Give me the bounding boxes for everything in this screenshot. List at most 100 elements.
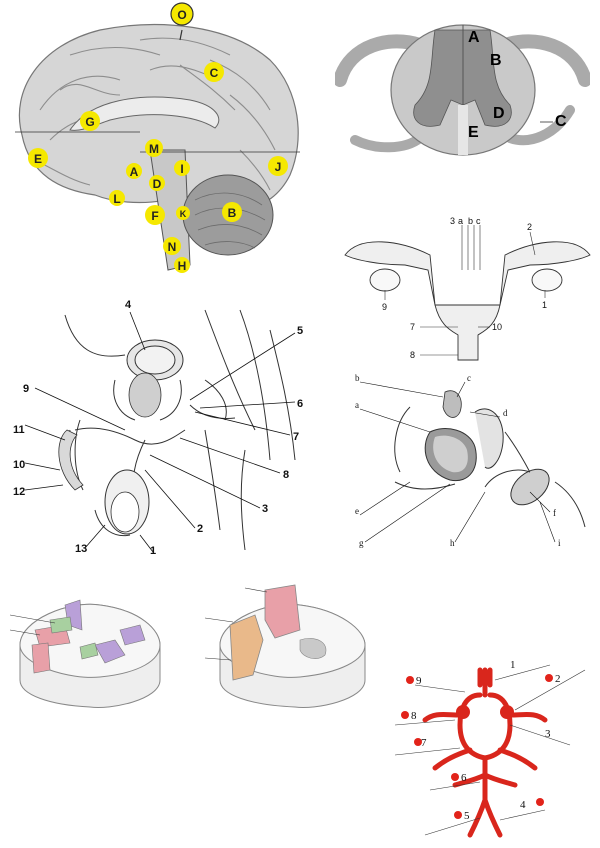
uterus-label-a: a [458,216,463,226]
male-label-4: 4 [125,299,132,311]
male-pelvis-figure: 4 5 9 6 11 7 8 10 12 3 2 13 1 [13,299,303,557]
female-pelvis-panel: b a c d e f g h i [355,372,595,552]
female-label-i: i [558,538,561,548]
spinal-cord-section-panel: A B D E C [333,10,592,170]
spinal-tracts-block-left-panel [9,585,170,710]
willis-label-7: 7 [421,737,427,749]
svg-text:D: D [153,177,162,191]
male-pelvis-outline [64,309,296,551]
uterus-figure: 3 a b c 2 9 1 7 10 8 [344,216,591,361]
uterus-label-3: 3 [450,216,455,226]
male-label-5: 5 [297,325,303,337]
female-label-e: e [355,506,359,516]
female-pelvis-leaders [359,381,556,543]
svg-text:C: C [210,66,219,80]
cord-label-C: C [555,113,567,130]
uterus-label-10: 10 [492,322,502,332]
brain-sagittal-figure: O C G E M A I D J L F K B N H [15,2,300,273]
male-label-2: 2 [197,523,203,535]
svg-text:N: N [168,240,177,254]
svg-text:I: I [180,162,183,176]
brain-label-H: H [174,257,190,273]
circle-of-willis-figure: 1 2 9 8 3 7 6 4 5 [394,659,586,838]
willis-label-9: 9 [416,675,422,687]
spinal-tracts-block-right [204,584,366,709]
svg-text:F: F [151,209,158,223]
male-label-12: 12 [13,486,25,498]
willis-label-4: 4 [520,799,526,811]
uterus-label-c: c [476,216,481,226]
cerebellum-folia [194,192,266,249]
svg-text:H: H [178,259,187,273]
uterus-label-7: 7 [410,322,415,332]
male-label-1: 1 [150,545,156,557]
spinal-tracts-block-left [9,599,161,709]
brain-label-E: E [28,148,48,168]
willis-label-2: 2 [555,673,561,685]
willis-leaders [394,664,586,836]
female-label-f: f [553,508,556,518]
female-label-d: d [503,408,508,418]
brain-label-C: C [204,62,224,82]
spinal-tracts-block-right-panel [204,580,375,710]
cord-label-E: E [468,124,479,141]
male-label-13: 13 [75,543,87,555]
female-label-c: c [467,373,471,383]
uterus-label-1: 1 [542,300,547,310]
uterus-leaders [384,225,546,356]
male-label-11: 11 [13,424,25,436]
female-label-h: h [450,538,455,548]
brain-label-O: O [170,2,194,26]
male-label-10: 10 [13,459,25,471]
svg-text:L: L [113,192,120,206]
uterus-label-b: b [468,216,473,226]
brain-label-K: K [176,206,190,220]
uterus-panel: 3 a b c 2 9 1 7 10 8 [340,210,595,370]
uterus-outline [344,241,591,361]
female-pelvis-figure: b a c d e f g h i [355,373,586,548]
female-label-g: g [359,538,364,548]
male-label-7: 7 [293,431,299,443]
male-label-8: 8 [283,469,289,481]
svg-text:B: B [228,206,237,220]
brain-label-L: L [109,190,125,206]
circle-of-willis-panel: 1 2 9 8 3 7 6 4 5 [385,650,595,840]
brain-label-A: A [126,163,142,179]
female-label-b: b [355,373,360,383]
svg-text:E: E [34,152,42,166]
willis-label-8: 8 [411,710,417,722]
female-label-a: a [355,400,359,410]
cord-label-A: A [468,29,480,46]
willis-label-3: 3 [545,728,551,740]
svg-text:O: O [177,8,186,22]
svg-text:M: M [149,142,159,156]
willis-label-6: 6 [461,772,467,784]
svg-text:G: G [85,115,94,129]
cord-label-D: D [493,105,505,122]
brain-label-F: F [145,205,165,225]
male-pelvis-panel: 4 5 9 6 11 7 8 10 12 3 2 13 1 [5,290,325,560]
uterus-label-9: 9 [382,302,387,312]
rectum-shape [510,468,550,506]
cord-label-B: B [490,52,502,69]
brain-label-G: G [80,111,100,131]
uterus-label-8: 8 [410,350,415,360]
male-pelvis-leaders [24,311,296,553]
svg-text:J: J [275,160,282,174]
cerebrum-shape [18,23,299,212]
willis-label-5: 5 [464,810,470,822]
penis-shape [58,429,84,491]
prostate-shape [128,372,162,418]
corpus-callosum-shape [69,96,220,131]
artery-network [422,667,548,838]
brain-label-I: I [174,160,190,176]
svg-text:A: A [130,165,139,179]
uterus-label-2: 2 [527,222,532,232]
spinal-cord-section-figure: A B D E C [333,24,592,156]
willis-pins [401,674,553,819]
svg-text:K: K [180,209,187,219]
brain-label-D: D [149,175,165,191]
brain-label-N: N [163,237,181,255]
male-label-3: 3 [262,503,268,515]
brain-label-J: J [268,156,288,176]
